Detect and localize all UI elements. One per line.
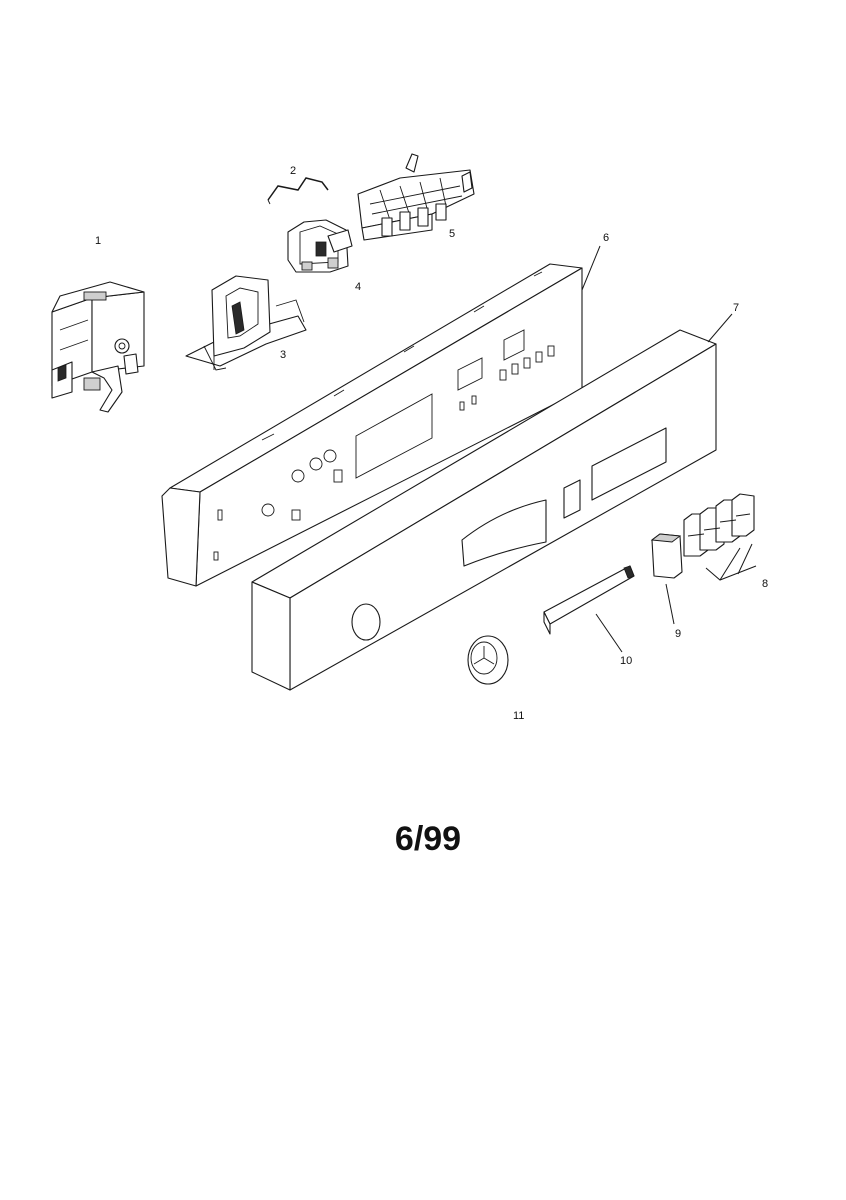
part-3-switch-bracket[interactable] xyxy=(185,275,307,371)
revision-date: 6/99 xyxy=(395,820,461,858)
callout-4: 4 xyxy=(355,281,361,293)
part-1-timer[interactable] xyxy=(51,281,145,413)
callout-10: 10 xyxy=(620,655,632,667)
part-9-push-button[interactable] xyxy=(650,533,683,579)
part-10-indicator-lens-strip[interactable] xyxy=(543,565,635,635)
part-11-timer-knob[interactable] xyxy=(467,635,509,685)
part-5-switch-assembly[interactable] xyxy=(357,153,475,241)
callout-5: 5 xyxy=(449,228,455,240)
part-8-push-buttons[interactable] xyxy=(683,493,755,557)
callout-2: 2 xyxy=(290,165,296,177)
callout-8: 8 xyxy=(762,578,768,590)
callouts: 1 2 3 4 5 6 7 8 9 10 11 xyxy=(95,165,768,722)
callout-7: 7 xyxy=(733,302,739,314)
part-2-spring-clip[interactable] xyxy=(267,177,329,205)
leader-lines xyxy=(581,245,757,653)
part-4-switch-housing[interactable] xyxy=(287,219,353,273)
callout-11: 11 xyxy=(513,710,524,722)
callout-6: 6 xyxy=(603,232,609,244)
callout-9: 9 xyxy=(675,628,681,640)
part-6-control-panel-frame[interactable] xyxy=(161,263,583,587)
part-7-control-panel-facia[interactable] xyxy=(251,329,717,691)
callout-1: 1 xyxy=(95,235,101,247)
callout-3: 3 xyxy=(280,349,286,361)
